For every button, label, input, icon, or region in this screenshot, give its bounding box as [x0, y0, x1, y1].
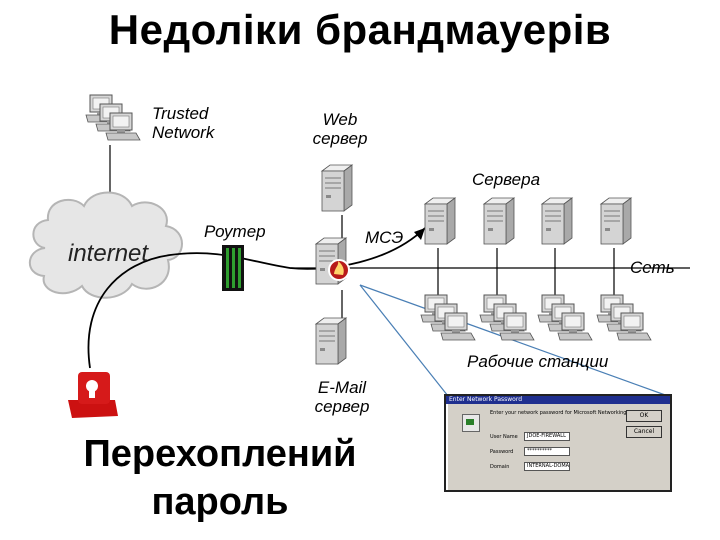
server-icon [483, 197, 515, 245]
password-label: Password [490, 449, 514, 455]
network-label: Сеть [630, 258, 675, 277]
dialog-prompt: Enter your network password for Microsof… [490, 410, 629, 416]
firewall-icon [315, 237, 350, 285]
network-links [109, 145, 690, 318]
computer-icon [538, 295, 592, 340]
mail-server-label: E-Mail сервер [314, 378, 370, 416]
domain-label: Domain [490, 464, 510, 470]
page-title: Недоліки брандмауерів [108, 6, 612, 53]
firewall-label: МСЭ [365, 228, 404, 247]
server-icon [541, 197, 573, 245]
dialog-title: Enter Network Password [446, 396, 670, 404]
server-icon [315, 317, 347, 365]
server-icon [424, 197, 456, 245]
hacker-icon [68, 372, 118, 418]
router-icon [222, 245, 244, 291]
server-icon [321, 164, 353, 212]
router-label: Роутер [204, 222, 266, 241]
internet-label: internet [68, 240, 149, 267]
password-dialog: Enter Network Password Enter your networ… [444, 394, 672, 492]
computer-icon [480, 295, 534, 340]
workstations-label: Рабочие станции [467, 352, 609, 371]
server-icon [600, 197, 632, 245]
password-field[interactable]: ********** [524, 447, 570, 456]
ok-button[interactable]: OK [626, 410, 662, 422]
computer-icon [421, 295, 475, 340]
username-label: User Name [490, 434, 518, 440]
callout-lines [359, 284, 669, 397]
trusted-network-label: Trusted Network [152, 104, 215, 142]
key-icon [462, 414, 480, 432]
caption: Перехоплений пароль [83, 433, 357, 523]
computer-icon [597, 295, 651, 340]
arrow-head-icon [414, 228, 425, 240]
username-field[interactable]: JDOE-FIREWALL [524, 432, 570, 441]
cloud-icon [28, 191, 183, 299]
web-server-label: Web сервер [312, 110, 368, 148]
servers-label: Сервера [472, 170, 541, 189]
computer-icon [86, 95, 140, 140]
cancel-button[interactable]: Cancel [626, 426, 662, 438]
domain-field[interactable]: INTERNAL-DOMAIN [524, 462, 570, 471]
